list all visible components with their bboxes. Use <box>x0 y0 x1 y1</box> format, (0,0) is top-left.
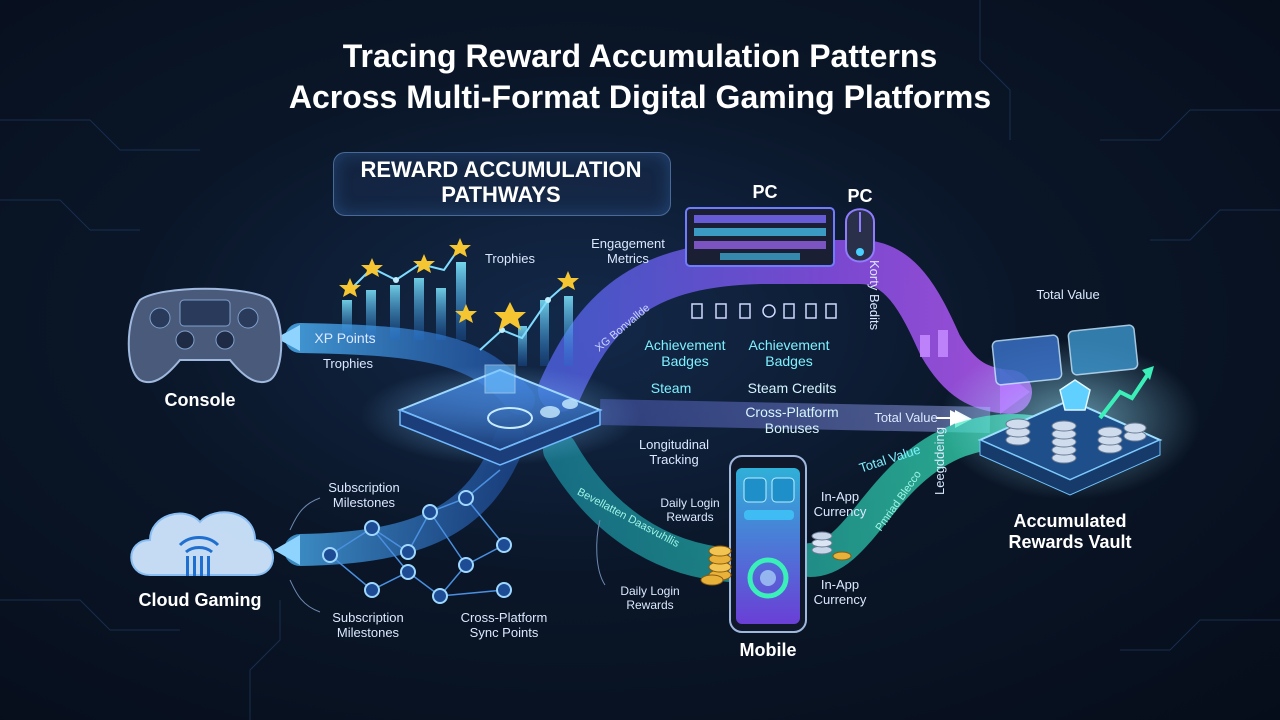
in-app-a-line-1: In-App <box>820 489 860 504</box>
daily-login-a-line-1: Daily Login <box>660 496 720 510</box>
node-cloud-label: Cloud Gaming <box>138 590 262 610</box>
vertical-label-top-right: Korty Bedits <box>867 260 882 331</box>
node-vault-label: Accumulated Rewards Vault <box>990 511 1150 552</box>
cross-bonuses-line-1: Cross-Platform <box>745 404 839 420</box>
daily-login-b-line-2: Rewards <box>626 597 674 612</box>
in-app-currency-a-label: In-App Currency <box>810 489 870 520</box>
in-app-b-line-1: In-App <box>820 577 860 592</box>
daily-login-a-label: Daily Login Rewards <box>650 496 730 525</box>
xp-points-label: XP Points <box>314 330 376 346</box>
trophies-top-label: Trophies <box>484 251 536 266</box>
subscription-milestones-bottom-label: Subscription Milestones <box>318 610 418 641</box>
achievement-b-line-1: Achievement <box>748 337 830 353</box>
page-title: Tracing Reward Accumulation Patterns Acr… <box>0 38 1280 120</box>
star-icon <box>494 302 526 330</box>
in-app-currency-b-label: In-App Currency <box>810 577 870 608</box>
cloud-gaming-icon <box>130 511 274 576</box>
console-controller-icon <box>127 287 283 383</box>
pc-keyboard-icon <box>685 207 835 267</box>
node-console-label: Console <box>164 390 236 410</box>
star-icon <box>449 238 471 257</box>
in-app-a-line-2: Currency <box>813 503 867 519</box>
cross-sync-line-1: Cross-Platform <box>460 610 548 625</box>
trophy-stars <box>339 238 579 330</box>
node-pc-mouse-label: PC <box>847 186 873 206</box>
mini-credit-bars <box>920 330 948 357</box>
cross-platform-bonuses-label: Cross-Platform Bonuses <box>734 404 850 436</box>
central-hub <box>360 364 640 466</box>
console-arrow <box>276 325 300 351</box>
star-icon <box>455 304 477 323</box>
purple-stream <box>538 240 1032 414</box>
engagement-metrics-label: Engagement Metrics <box>578 236 678 267</box>
in-app-b-line-2: Currency <box>813 591 867 607</box>
achievement-badges-b-label: Achievement Badges <box>736 337 842 369</box>
coin-stacks <box>700 531 852 586</box>
section-heading: REWARD ACCUMULATION PATHWAYS <box>333 157 669 208</box>
connector-lines <box>289 497 606 613</box>
node-mobile-label: Mobile <box>739 640 797 660</box>
subscription-bottom-line-2: Milestones <box>336 624 400 640</box>
daily-login-b-line-1: Daily Login <box>620 584 680 598</box>
subscription-top-line-2: Milestones <box>332 494 396 510</box>
cross-platform-sync-label: Cross-Platform Sync Points <box>446 610 562 641</box>
daily-login-b-label: Daily Login Rewards <box>610 584 690 613</box>
mobile-phone-icon <box>729 455 807 633</box>
star-icon <box>339 278 361 297</box>
reward-bar-cluster <box>342 243 573 366</box>
rewards-vault <box>940 324 1200 500</box>
total-value-arrow-label: Total Value <box>874 410 938 425</box>
pc-mouse-icon <box>845 208 875 263</box>
gem-icon <box>1059 379 1091 411</box>
subscription-milestones-top-label: Subscription Milestones <box>314 480 414 511</box>
sync-nodes <box>322 490 512 604</box>
badge-icon-row <box>691 303 837 319</box>
vault-label-line-1: Accumulated <box>1013 511 1127 531</box>
steam-credits-label: Steam Credits <box>747 380 837 396</box>
engagement-line-2: Metrics <box>607 250 649 266</box>
star-icon <box>413 254 435 273</box>
trophies-left-label: Trophies <box>322 356 374 371</box>
title-line-1: Tracing Reward Accumulation Patterns <box>342 38 938 74</box>
section-heading-box <box>333 152 671 216</box>
vertical-label-bottom-right: Leegddeing <box>932 427 947 495</box>
engagement-line-1: Engagement <box>591 236 665 251</box>
star-icon <box>557 271 579 290</box>
total-value-arrow <box>950 410 966 426</box>
cross-platform-stream <box>599 399 991 433</box>
longitudinal-line-2: Tracking <box>649 451 699 467</box>
achievement-a-line-1: Achievement <box>644 337 726 353</box>
total-value-top-label: Total Value <box>1036 287 1100 302</box>
cross-bonuses-line-2: Bonuses <box>764 420 820 437</box>
title-line-2: Across Multi-Format Digital Gaming Platf… <box>288 78 992 115</box>
subscription-bottom-line-1: Subscription <box>332 610 404 625</box>
achievement-badges-a-label: Achievement Badges <box>632 337 738 369</box>
achievement-b-line-2: Badges <box>765 353 813 370</box>
daily-login-a-line-2: Rewards <box>666 509 714 524</box>
cloud-arrow <box>274 535 300 565</box>
achievement-a-line-2: Badges <box>661 353 709 370</box>
node-pc-keyboard-label: PC <box>752 182 778 202</box>
longitudinal-line-1: Longitudinal <box>638 437 710 452</box>
steam-label: Steam <box>650 380 692 396</box>
longitudinal-tracking-label: Longitudinal Tracking <box>624 437 724 468</box>
vault-label-line-2: Rewards Vault <box>1008 531 1132 552</box>
star-icon <box>361 258 383 277</box>
section-heading-line-1: REWARD ACCUMULATION <box>360 157 642 182</box>
section-heading-line-2: PATHWAYS <box>441 182 561 208</box>
cross-sync-line-2: Sync Points <box>469 624 539 640</box>
subscription-top-line-1: Subscription <box>328 480 400 495</box>
